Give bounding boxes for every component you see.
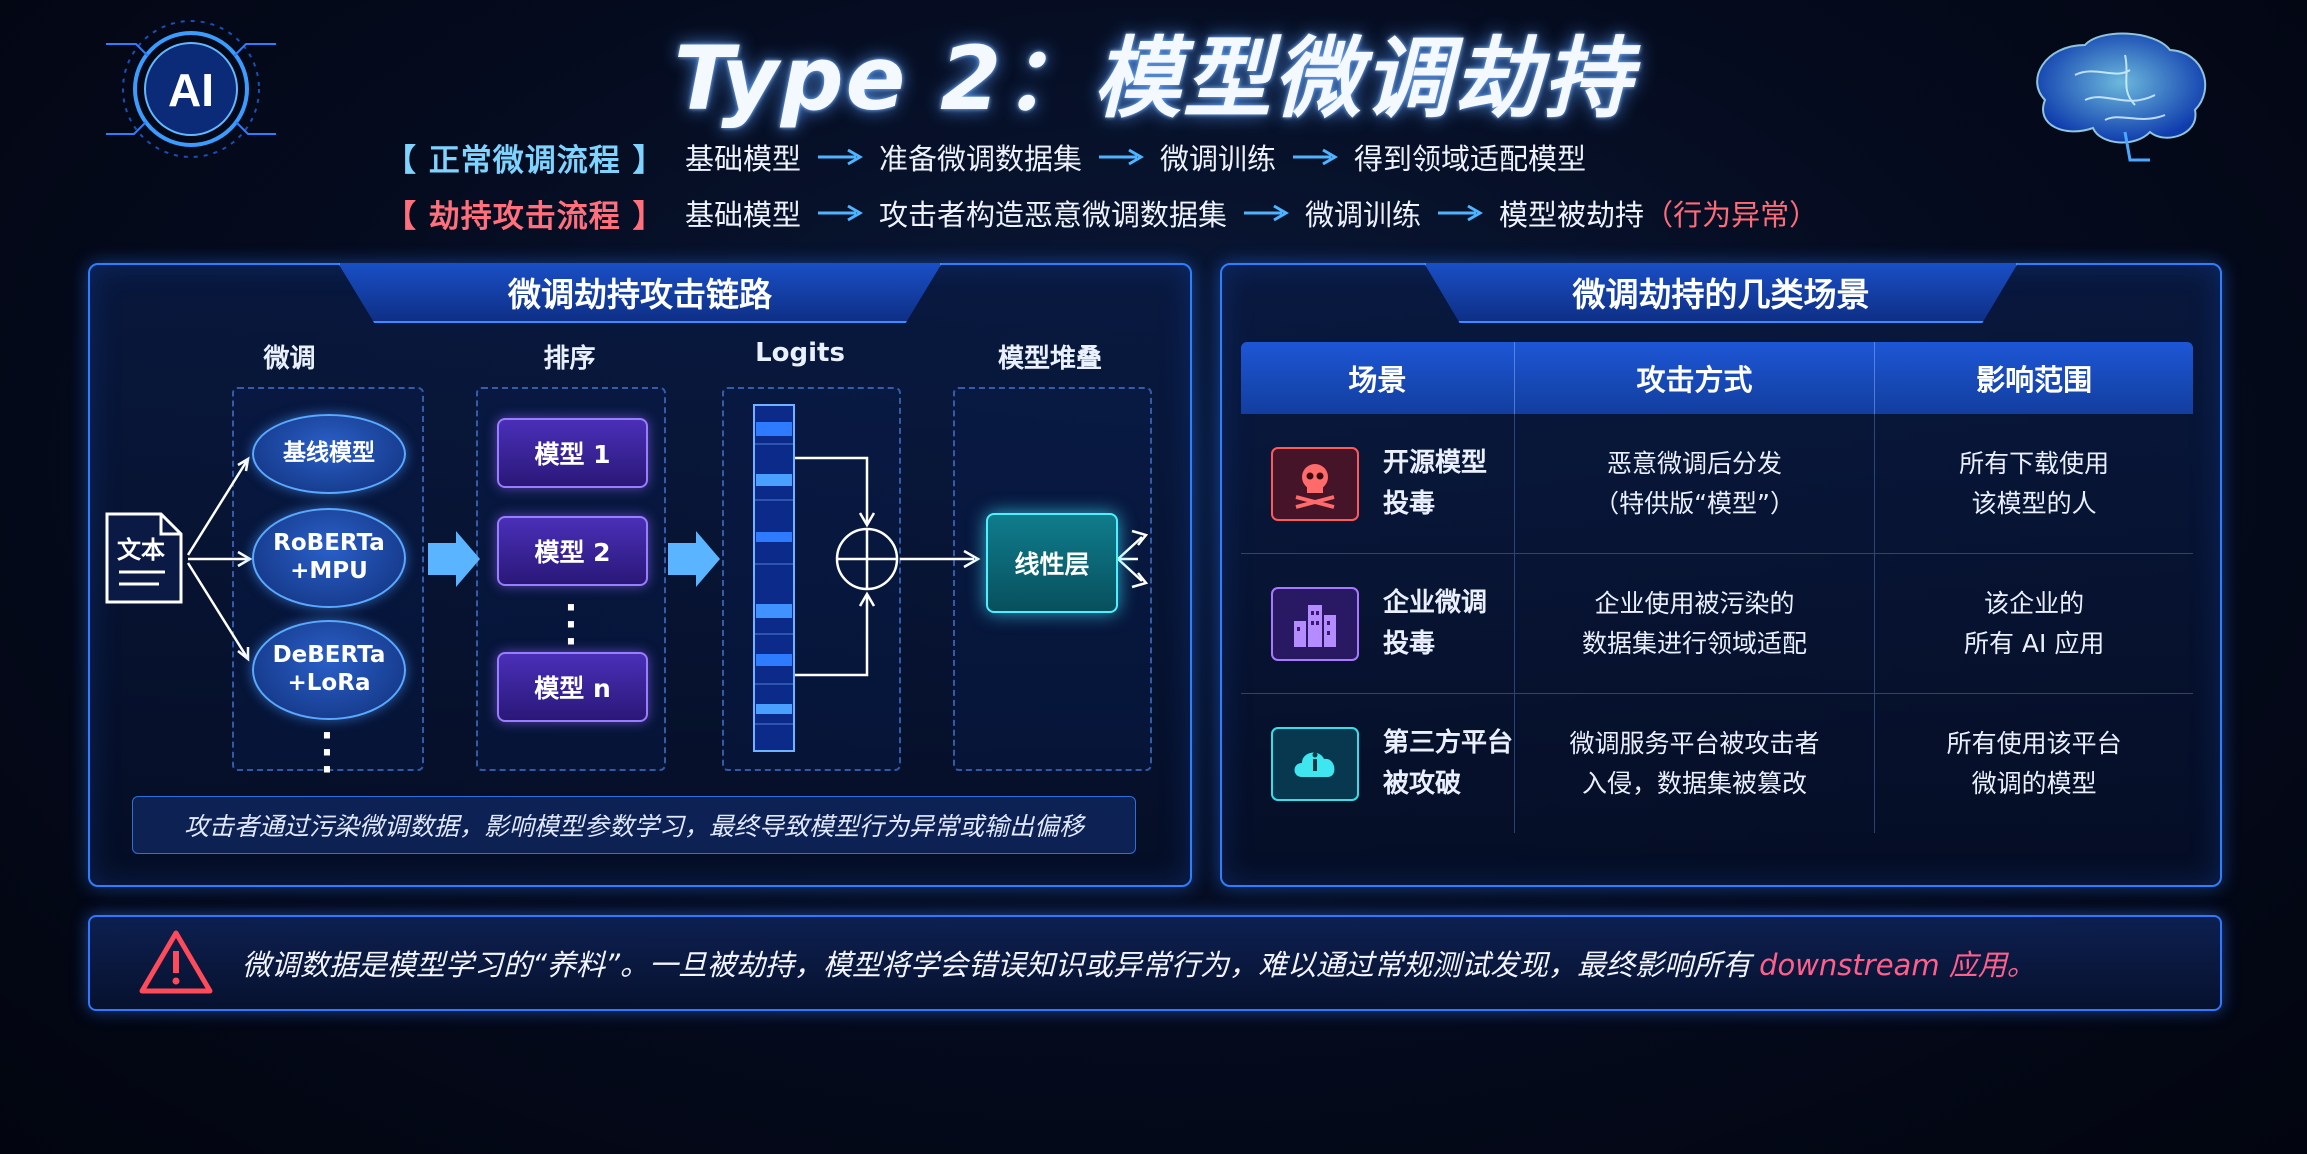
- ranked-model-1: 模型 1: [497, 418, 648, 488]
- attack-step-3: 微调训练: [1305, 198, 1422, 232]
- col-head-finetune: 微调: [263, 344, 316, 374]
- warning-text: 微调数据是模型学习的“养料”。一旦被劫持，模型将学会错误知识或异常行为，难以通过…: [242, 917, 2036, 1009]
- brain-icon: [2036, 32, 2207, 162]
- method-cell: 微调服务平台被攻击者入侵，数据集被篡改: [1515, 694, 1876, 833]
- normal-flow-label: 【 正常微调流程 】: [385, 142, 665, 179]
- table-row: 企业微调投毒 企业使用被污染的数据集进行领域适配 该企业的所有 AI 应用: [1241, 554, 2193, 694]
- attack-step-1: 基础模型: [685, 198, 802, 232]
- header-scene: 场景: [1241, 342, 1515, 414]
- table-row: 第三方平台被攻破 微调服务平台被攻击者入侵，数据集被篡改 所有使用该平台微调的模…: [1241, 694, 2193, 833]
- arrow-right-icon: [1227, 203, 1305, 223]
- normal-step-4: 得到领域适配模型: [1354, 142, 1587, 176]
- attack-flow-suffix: （行为异常）: [1644, 198, 1819, 232]
- attack-step-4: 模型被劫持: [1499, 198, 1645, 232]
- ai-badge-icon: AI: [106, 20, 276, 158]
- scenario-table: 场景 攻击方式 影响范围 开源模型投毒 恶意微调后分发（特供版“模型”） 所有下…: [1241, 342, 2193, 833]
- impact-cell: 所有下载使用该模型的人: [1959, 448, 2110, 518]
- warning-highlight: downstream 应用。: [1759, 948, 2036, 982]
- logits-column: [722, 387, 901, 771]
- cloud-alert-icon: [1271, 726, 1359, 801]
- arrow-right-icon: [801, 203, 879, 223]
- ai-badge-text: AI: [168, 64, 214, 116]
- method-cell: 企业使用被污染的数据集进行领域适配: [1515, 554, 1876, 693]
- more-ranked-dots: ···: [564, 588, 578, 662]
- scene-name: 企业微调投毒: [1383, 588, 1488, 659]
- normal-step-3: 微调训练: [1160, 142, 1277, 176]
- impact-cell: 该企业的所有 AI 应用: [1963, 588, 2105, 658]
- col-head-stack: 模型堆叠: [997, 344, 1102, 374]
- ranked-model-2: 模型 2: [497, 516, 648, 586]
- table-header: 场景 攻击方式 影响范围: [1241, 342, 2193, 414]
- attack-flow-label: 【 劫持攻击流程 】: [385, 198, 665, 235]
- buildings-icon: [1271, 586, 1359, 661]
- arrow-right-icon: [1276, 147, 1354, 167]
- scene-name: 第三方平台被攻破: [1383, 728, 1514, 799]
- linear-layer: 线性层: [986, 513, 1118, 613]
- more-models-dots: ···: [320, 716, 334, 790]
- scene-cell: 开源模型投毒: [1241, 414, 1515, 553]
- warning-triangle-icon: [139, 930, 213, 994]
- chain-connectors: [186, 456, 1149, 677]
- col-head-rank: 排序: [543, 344, 596, 374]
- ranked-model-n: 模型 n: [497, 652, 648, 722]
- col-head-logits: Logits: [755, 338, 845, 368]
- attack-chain-title: 微调劫持攻击链路: [338, 263, 942, 323]
- normal-step-2: 准备微调数据集: [879, 142, 1083, 176]
- method-cell: 恶意微调后分发（特供版“模型”）: [1515, 414, 1876, 553]
- warning-main-text: 微调数据是模型学习的“养料”。一旦被劫持，模型将学会错误知识或异常行为，难以通过…: [242, 948, 1752, 982]
- attack-flow-row: 【 劫持攻击流程 】 基础模型 攻击者构造恶意微调数据集 微调训练 模型被劫持 …: [385, 190, 1818, 236]
- page-title: Type 2：模型微调劫持: [673, 27, 1634, 130]
- finetune-model-deberta: DeBERTa +LoRa: [252, 620, 406, 720]
- chain-footnote: 攻击者通过污染微调数据，影响模型参数学习，最终导致模型行为异常或输出偏移: [132, 796, 1136, 854]
- finetune-model-roberta: RoBERTa +MPU: [252, 508, 406, 608]
- finetune-model-baseline: 基线模型: [252, 414, 406, 494]
- impact-cell: 所有使用该平台微调的模型: [1946, 728, 2122, 798]
- header-method: 攻击方式: [1515, 342, 1876, 414]
- logits-bar: [753, 404, 795, 752]
- text-document-label: 文本: [117, 536, 165, 564]
- header-impact: 影响范围: [1976, 363, 2093, 397]
- warning-bar: 微调数据是模型学习的“养料”。一旦被劫持，模型将学会错误知识或异常行为，难以通过…: [88, 915, 2222, 1011]
- attack-step-2: 攻击者构造恶意微调数据集: [879, 198, 1228, 232]
- normal-flow-row: 【 正常微调流程 】 基础模型 准备微调数据集 微调训练 得到领域适配模型: [385, 134, 1586, 180]
- skull-crossbones-icon: [1271, 446, 1359, 521]
- arrow-right-icon: [1421, 203, 1499, 223]
- text-document-icon: [105, 512, 183, 604]
- scene-cell: 第三方平台被攻破: [1241, 694, 1515, 833]
- scene-cell: 企业微调投毒: [1241, 554, 1515, 693]
- scene-name: 开源模型投毒: [1383, 448, 1488, 519]
- arrow-right-icon: [1082, 147, 1160, 167]
- scenario-title: 微调劫持的几类场景: [1424, 263, 2018, 323]
- arrow-right-icon: [801, 147, 879, 167]
- normal-step-1: 基础模型: [685, 142, 802, 176]
- table-row: 开源模型投毒 恶意微调后分发（特供版“模型”） 所有下载使用该模型的人: [1241, 414, 2193, 554]
